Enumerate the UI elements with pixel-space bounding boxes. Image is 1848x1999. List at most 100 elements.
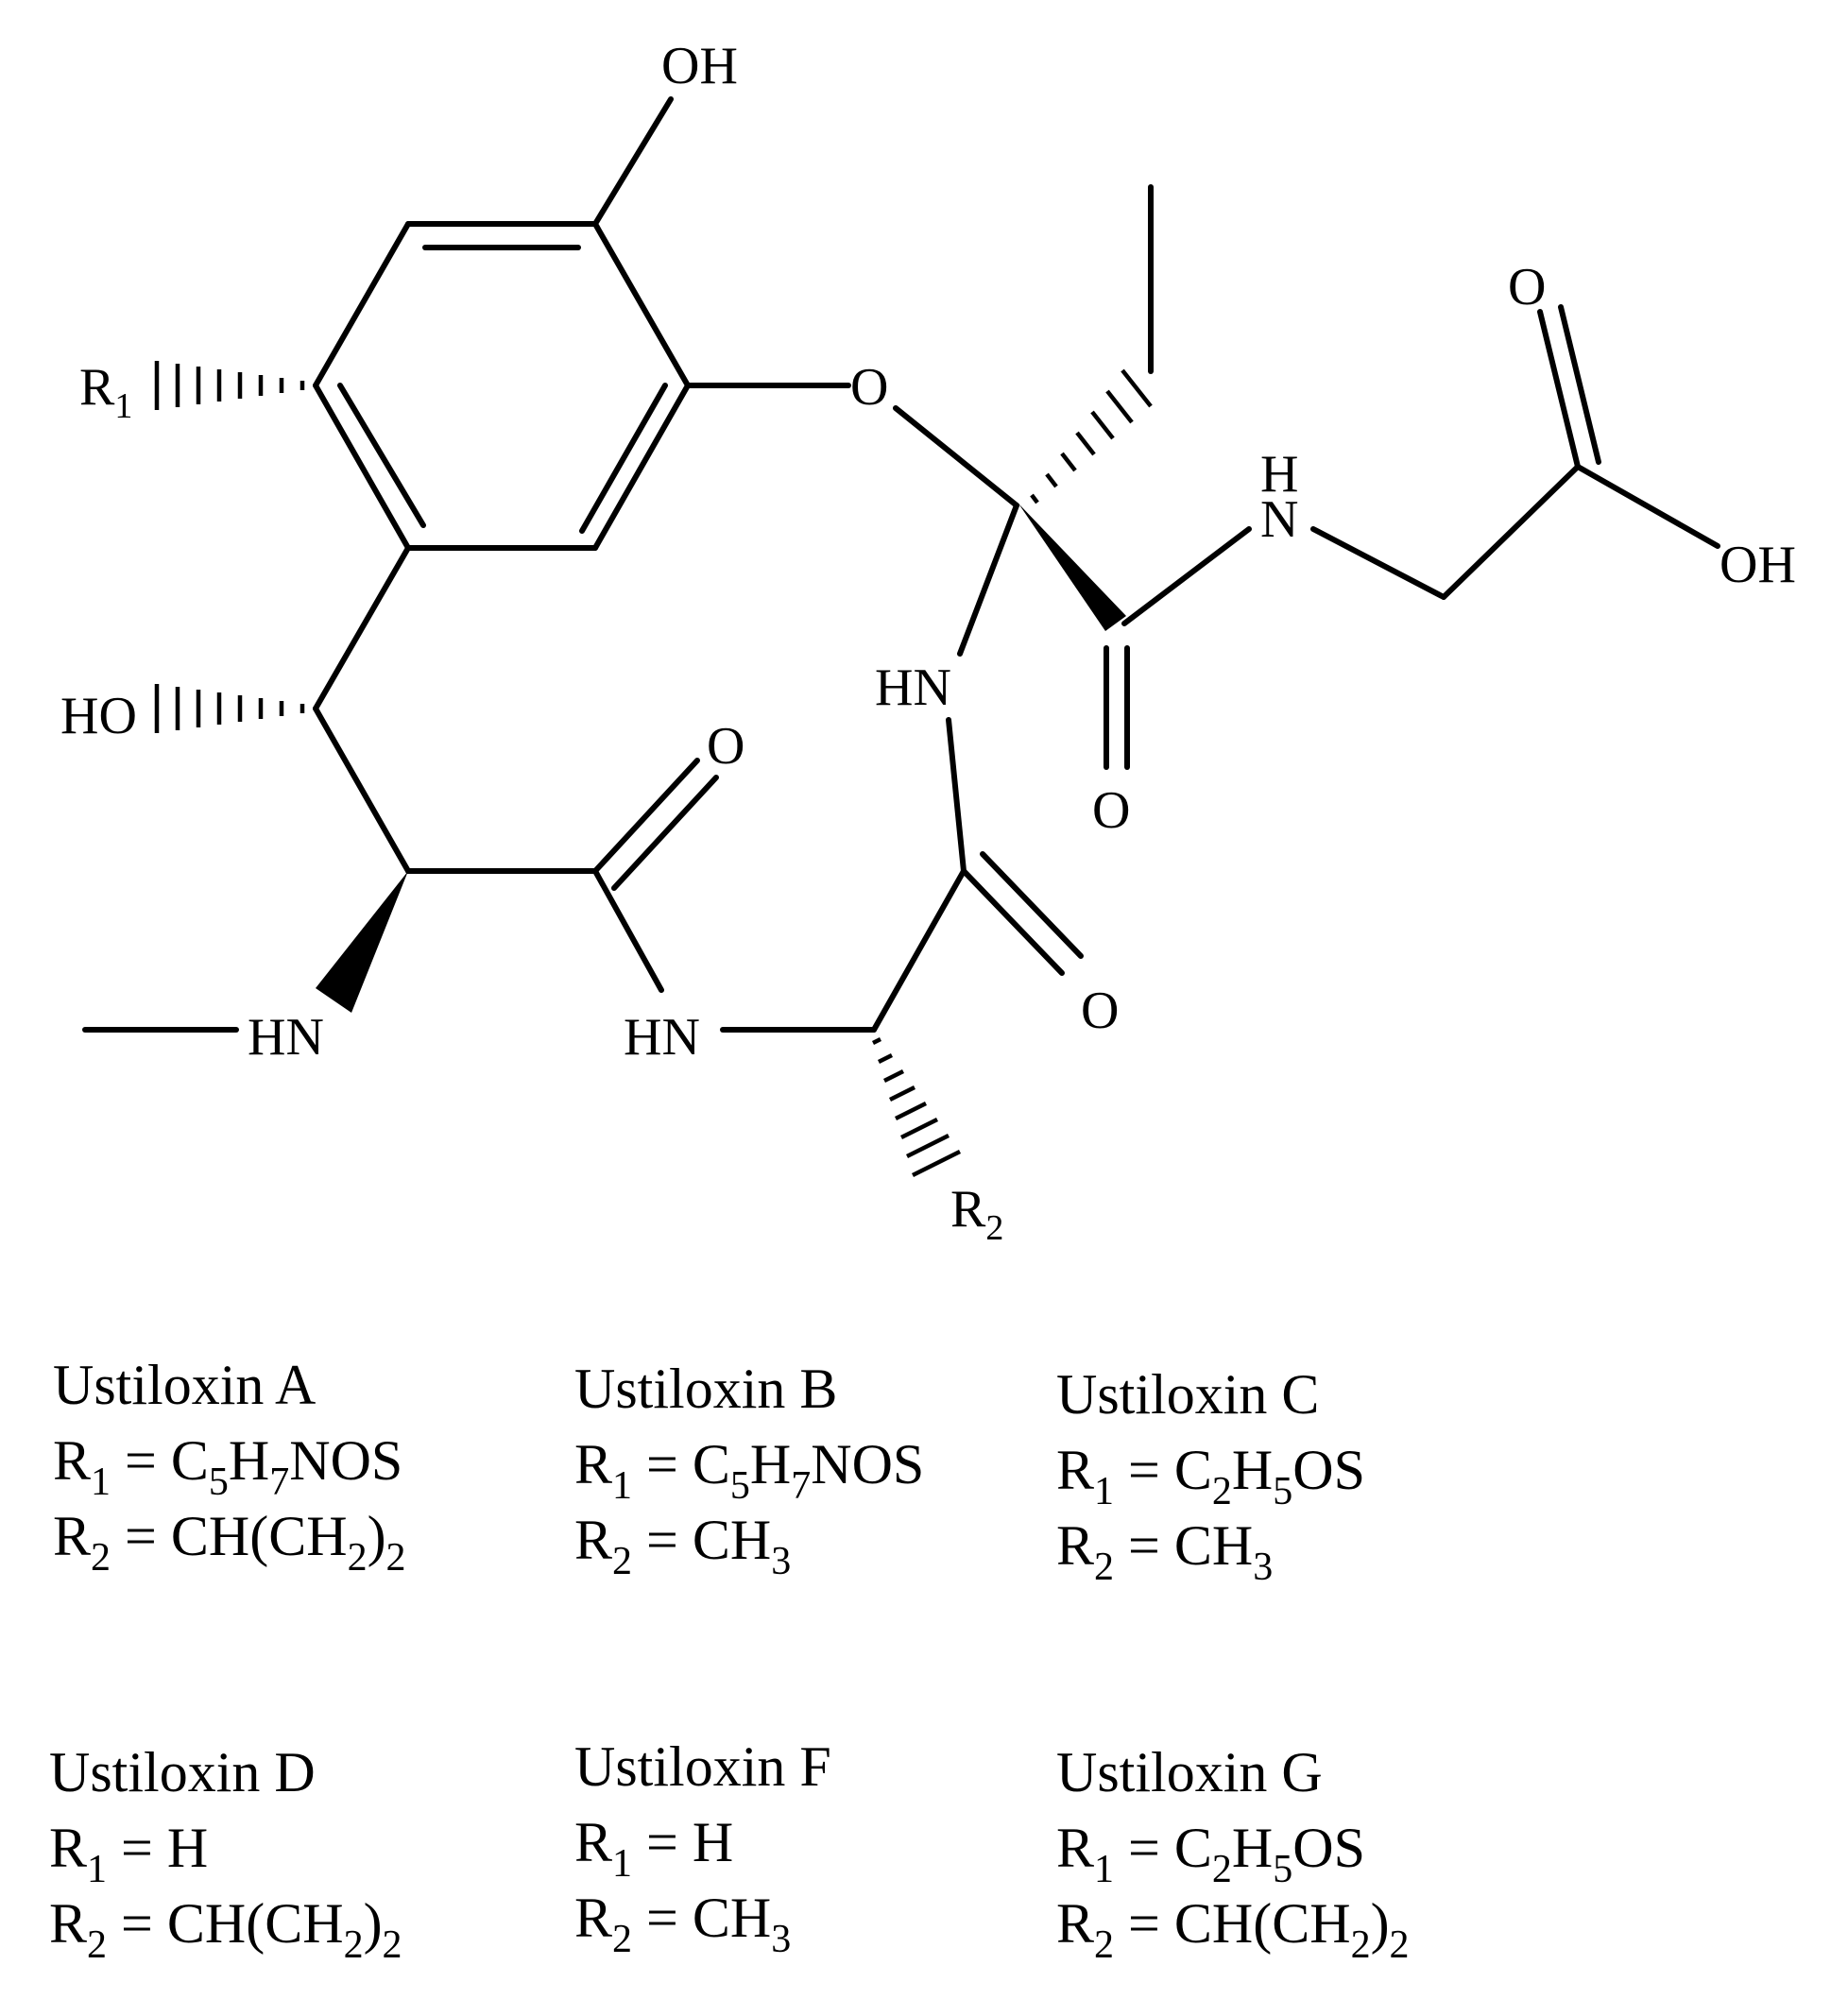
variant-r1-formula: R1 = C5H7NOS (574, 1436, 1085, 1512)
variant-r1-formula: R1 = C2H5OS (1056, 1442, 1566, 1517)
formula-subscript: 2 (91, 1536, 111, 1580)
bond-ch-choh (313, 706, 411, 874)
variant-name: Ustiloxin C (1056, 1363, 1320, 1426)
formula-text: = C (111, 1429, 209, 1492)
variant-ustiloxin-c: Ustiloxin C R1 = C2H5OS R2 = CH3 (1056, 1366, 1566, 1593)
variant-r1-formula: R1 = C2H5OS (1056, 1820, 1566, 1895)
formula-text: R (574, 1509, 613, 1571)
formula-text: = H (107, 1817, 209, 1879)
variant-ustiloxin-d: Ustiloxin D R1 = H R2 = CH(CH2)2 (49, 1744, 559, 1971)
atom-o-amide-mid: O (707, 717, 745, 776)
ring-bond (313, 221, 411, 388)
formula-subscript: 5 (1273, 1848, 1293, 1891)
bond-nh-ch2 (1310, 526, 1446, 600)
benzene-ring (313, 221, 691, 551)
variant-name: Ustiloxin B (574, 1358, 838, 1420)
bond-amide-c-o-double (980, 851, 1084, 959)
atom-oh-acid: OH (1720, 536, 1796, 594)
formula-subscript: 1 (1094, 1470, 1115, 1513)
atom-hn-methylamino: HN (248, 1008, 324, 1067)
formula-subscript: 2 (1211, 1470, 1232, 1513)
bond-amide-c2-o-double (611, 775, 719, 891)
formula-text: OS (1292, 1439, 1365, 1501)
atom-hn-macrocycle: HN (875, 658, 951, 717)
ho-hashed-bond (154, 684, 305, 733)
formula-subscript: 7 (791, 1464, 812, 1508)
formula-text: = CH (632, 1887, 772, 1949)
wedge-bond-quaternary-to-carbonyl (1018, 504, 1126, 631)
atom-o-ether: O (850, 358, 889, 417)
variant-ustiloxin-f: Ustiloxin F R1 = H R2 = CH3 (574, 1738, 1085, 1965)
formula-text: R (574, 1811, 613, 1873)
formula-text: = C (1114, 1439, 1212, 1501)
formula-text: R (53, 1505, 92, 1567)
ethyl-hashed-bond (1030, 368, 1153, 504)
variant-name: Ustiloxin G (1056, 1741, 1323, 1803)
formula-text: H (1231, 1817, 1274, 1879)
ring-bond (313, 383, 411, 551)
bond-ether-o-quaternary-c (893, 405, 1019, 508)
formula-subscript: 3 (771, 1918, 792, 1961)
formula-text: R (1056, 1817, 1095, 1879)
formula-subscript: 3 (1253, 1546, 1274, 1589)
variant-r2-formula: R2 = CH(CH2)2 (53, 1508, 563, 1583)
formula-subscript: 5 (729, 1464, 750, 1508)
r2-hashed-bond (871, 1036, 962, 1178)
bond-acid-c-o (1537, 309, 1581, 470)
formula-text: H (749, 1433, 792, 1495)
variant-name: Ustiloxin A (53, 1354, 317, 1416)
formula-subscript: 2 (1350, 1923, 1371, 1967)
variant-name: Ustiloxin F (574, 1735, 831, 1798)
bond-nh-amide-c2 (592, 868, 664, 993)
formula-text: = C (632, 1433, 730, 1495)
formula-subscript: 1 (612, 1842, 633, 1886)
formula-text: R (1056, 1514, 1095, 1577)
formula-subscript: 2 (612, 1918, 633, 1961)
formula-text: = CH(CH (107, 1892, 344, 1955)
variant-r1-formula: R1 = C5H7NOS (53, 1432, 563, 1508)
bond-acid-c-oh (1575, 464, 1720, 549)
formula-text: = CH(CH (1114, 1892, 1351, 1955)
formula-text: = CH(CH (111, 1505, 348, 1567)
formula-text: = CH (632, 1509, 772, 1571)
variant-ustiloxin-g: Ustiloxin G R1 = C2H5OS R2 = CH(CH2)2 (1056, 1744, 1566, 1971)
formula-subscript: 2 (612, 1540, 633, 1583)
formula-subscript: 2 (1094, 1546, 1115, 1589)
formula-text: ) (367, 1505, 386, 1567)
variant-ustiloxin-a: Ustiloxin A R1 = C5H7NOS R2 = CH(CH2)2 (53, 1357, 563, 1583)
formula-subscript: 2 (1211, 1848, 1232, 1891)
variant-r1-formula: R1 = H (49, 1820, 559, 1895)
bond-phenol-oh (592, 96, 674, 227)
variant-r2-formula: R2 = CH3 (1056, 1517, 1566, 1593)
variant-ustiloxin-b: Ustiloxin B R1 = C5H7NOS R2 = CH3 (574, 1360, 1085, 1587)
ring-double-bond-inner (579, 383, 668, 534)
formula-text: NOS (811, 1433, 925, 1495)
formula-text: R (49, 1892, 88, 1955)
variant-r2-formula: R2 = CH(CH2)2 (49, 1895, 559, 1971)
bond-amide-c2-o (592, 758, 700, 874)
formula-subscript: 2 (1094, 1923, 1115, 1967)
formula-subscript: 1 (91, 1461, 111, 1504)
formula-subscript: 2 (87, 1923, 108, 1967)
formula-text: R (1056, 1892, 1095, 1955)
formula-text: = C (1114, 1817, 1212, 1879)
bond-ch2-acid-c (1441, 464, 1581, 600)
formula-text: R (49, 1817, 88, 1879)
variant-r1-formula: R1 = H (574, 1814, 1085, 1889)
variant-r2-formula: R2 = CH3 (574, 1889, 1085, 1965)
variant-r2-formula: R2 = CH3 (574, 1512, 1085, 1587)
formula-text: H (1231, 1439, 1274, 1501)
formula-text: R (1056, 1439, 1095, 1501)
atom-r2: R2 (950, 1180, 1004, 1248)
r1-hashed-bond (154, 361, 305, 410)
formula-subscript: 2 (347, 1536, 368, 1580)
ring-double-bond-inner (337, 383, 426, 528)
bond-carbonyl-to-nh (1121, 526, 1252, 626)
ring-bond (592, 383, 691, 551)
formula-text: H (228, 1429, 270, 1492)
variant-name: Ustiloxin D (49, 1741, 316, 1803)
formula-subscript: 3 (771, 1540, 792, 1583)
atom-oh-phenol: OH (661, 37, 738, 95)
formula-subscript: 5 (1273, 1470, 1293, 1513)
